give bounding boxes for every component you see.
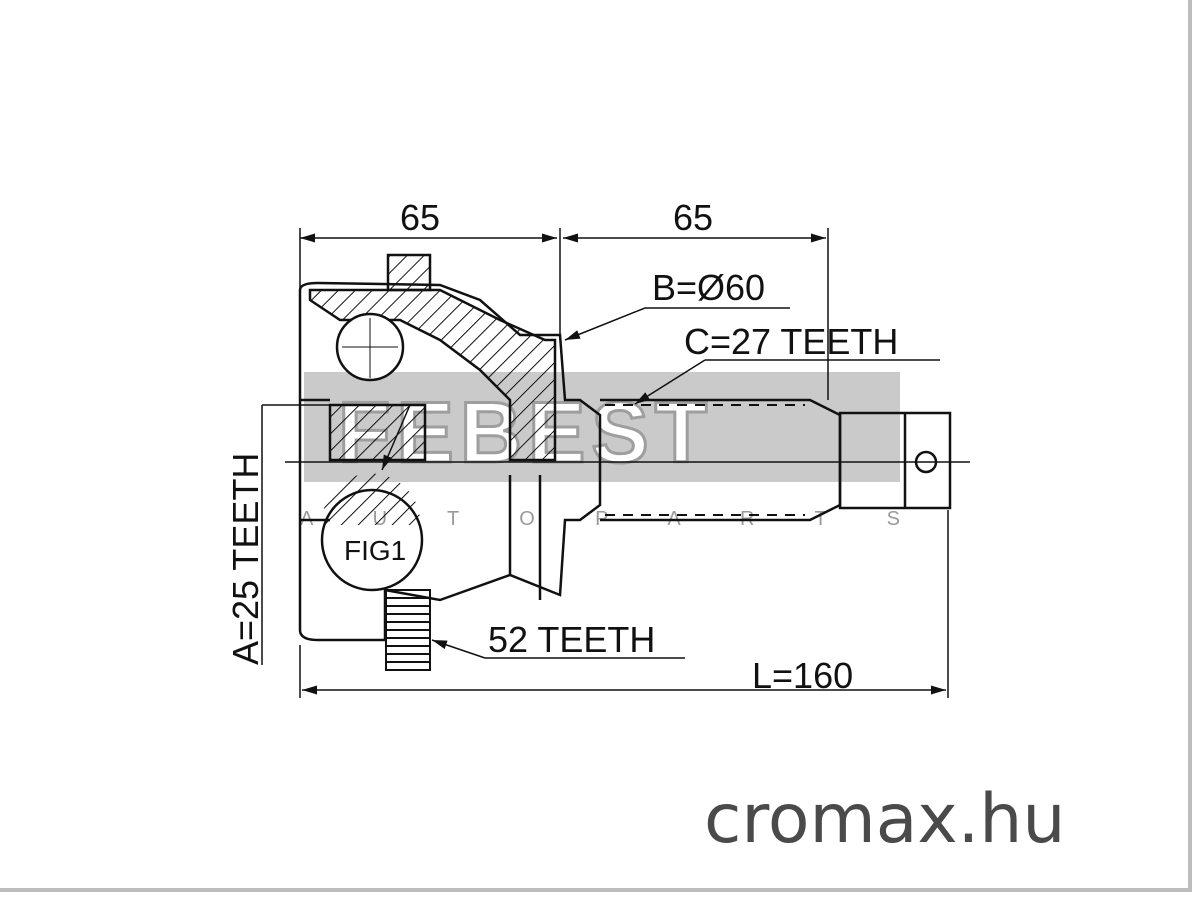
- site-watermark: cromax.hu: [704, 780, 1065, 859]
- dim-total-length: L=160: [752, 655, 853, 696]
- shaft-splines: [605, 404, 805, 516]
- housing: [298, 281, 602, 642]
- dimension-lines: [261, 228, 949, 698]
- dim-outer-diameter: B=Ø60: [652, 267, 765, 308]
- abs-ring: [385, 589, 431, 671]
- gear-teeth-top: [386, 253, 432, 292]
- fig1-label: FIG1: [344, 535, 406, 566]
- dim-65-right: 65: [673, 197, 713, 238]
- dim-65-left: 65: [400, 197, 440, 238]
- dim-shaft-teeth: C=27 TEETH: [684, 321, 898, 362]
- housing-section-lower: [328, 403, 427, 462]
- dim-inner-teeth: A=25 TEETH: [225, 453, 266, 665]
- fig1-detail-circle: [320, 488, 424, 592]
- dim-abs-teeth: 52 TEETH: [488, 619, 655, 660]
